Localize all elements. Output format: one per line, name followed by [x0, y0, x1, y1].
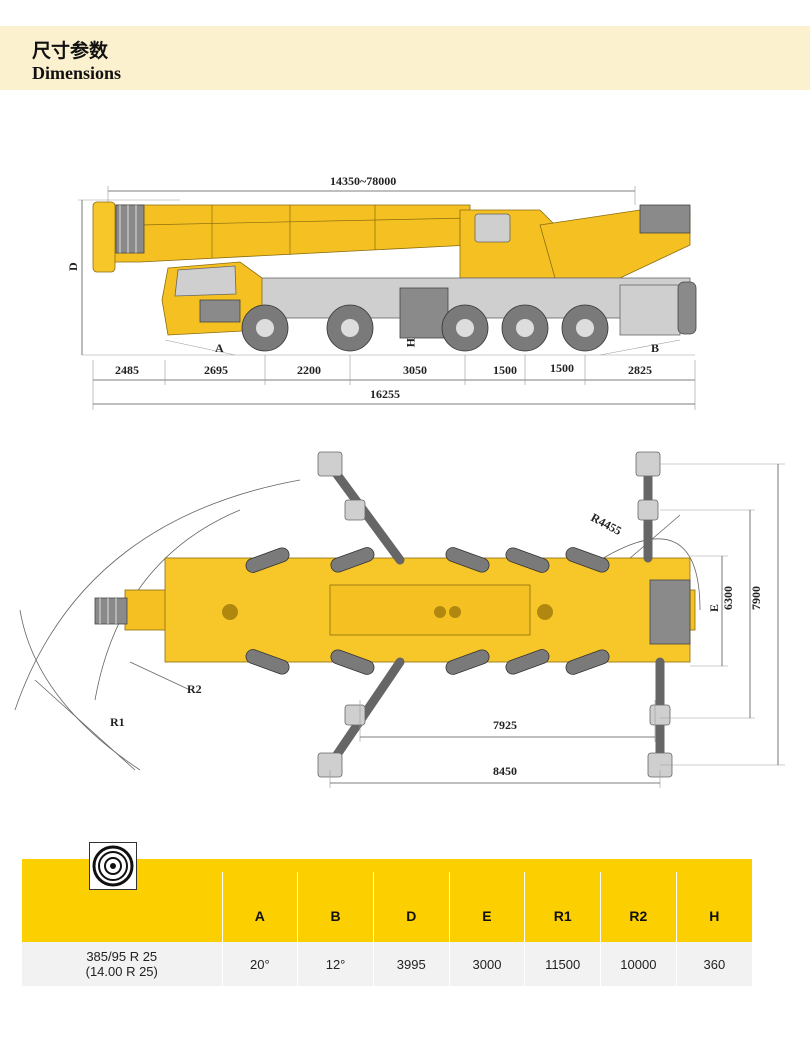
tyre-size-cell: 385/95 R 25 (14.00 R 25) — [22, 942, 222, 986]
segment-label: 1500 — [493, 363, 517, 377]
table-header-e: E — [448, 872, 525, 942]
wheel — [441, 304, 489, 352]
width-7900-label: 7900 — [749, 586, 763, 610]
r1-label: R1 — [110, 715, 125, 729]
segment-label: 2695 — [204, 363, 228, 377]
table-header-a: A — [221, 872, 298, 942]
wheel — [241, 304, 289, 352]
h-label: H — [404, 338, 418, 348]
angle-b-label: B — [651, 341, 659, 355]
r2-label: R2 — [187, 682, 202, 696]
value-r2: 10000 — [600, 942, 677, 986]
tyre-size-line1: 385/95 R 25 — [86, 949, 158, 964]
segment-label: 3050 — [403, 363, 427, 377]
length-7925-label: 7925 — [493, 718, 517, 732]
width-6300-label: 6300 — [721, 586, 735, 610]
value-h: 360 — [675, 942, 752, 986]
title-english: Dimensions — [32, 63, 122, 83]
table-header-top — [22, 859, 752, 872]
tyre-size-line2: (14.00 R 25) — [85, 964, 158, 979]
tyre-icon — [89, 842, 137, 890]
wheel — [561, 304, 609, 352]
segment-label: 2200 — [297, 363, 321, 377]
table-header-b: B — [297, 872, 374, 942]
value-d: 3995 — [372, 942, 450, 986]
table-header-r1: R1 — [524, 872, 601, 942]
table-row: 385/95 R 25 (14.00 R 25) 20° 12° 3995 30… — [22, 942, 752, 986]
total-length-label: 16255 — [370, 387, 400, 401]
segment-label: 2485 — [115, 363, 139, 377]
value-a: 20° — [221, 942, 298, 986]
angle-a-label: A — [215, 341, 224, 355]
height-d-label: D — [66, 262, 80, 271]
top-view-drawing: R1 R2 R4455 7900 6300 E — [14, 451, 785, 788]
wheel — [501, 304, 549, 352]
header-band — [0, 26, 810, 90]
value-b: 12° — [297, 942, 374, 986]
side-view-drawing: 14350~78000 D A B H 2485 2695 2200 — [66, 174, 697, 410]
segment-label: 2825 — [628, 363, 652, 377]
length-8450-label: 8450 — [493, 764, 517, 778]
value-r1: 11500 — [524, 942, 601, 986]
track-e-label: E — [707, 604, 721, 612]
table-header-h: H — [675, 872, 752, 942]
table-header-r2: R2 — [600, 872, 677, 942]
table-header-d: D — [372, 872, 450, 942]
boom-length-label: 14350~78000 — [330, 174, 396, 188]
value-e: 3000 — [448, 942, 525, 986]
wheel — [326, 304, 374, 352]
tail-radius-label: R4455 — [589, 510, 624, 538]
spec-table: A B D E R1 R2 H 385/95 R 25 (14.00 R 25)… — [22, 859, 752, 986]
title-chinese: 尺寸参数 — [32, 40, 109, 62]
segment-label: 1500 — [550, 361, 574, 375]
